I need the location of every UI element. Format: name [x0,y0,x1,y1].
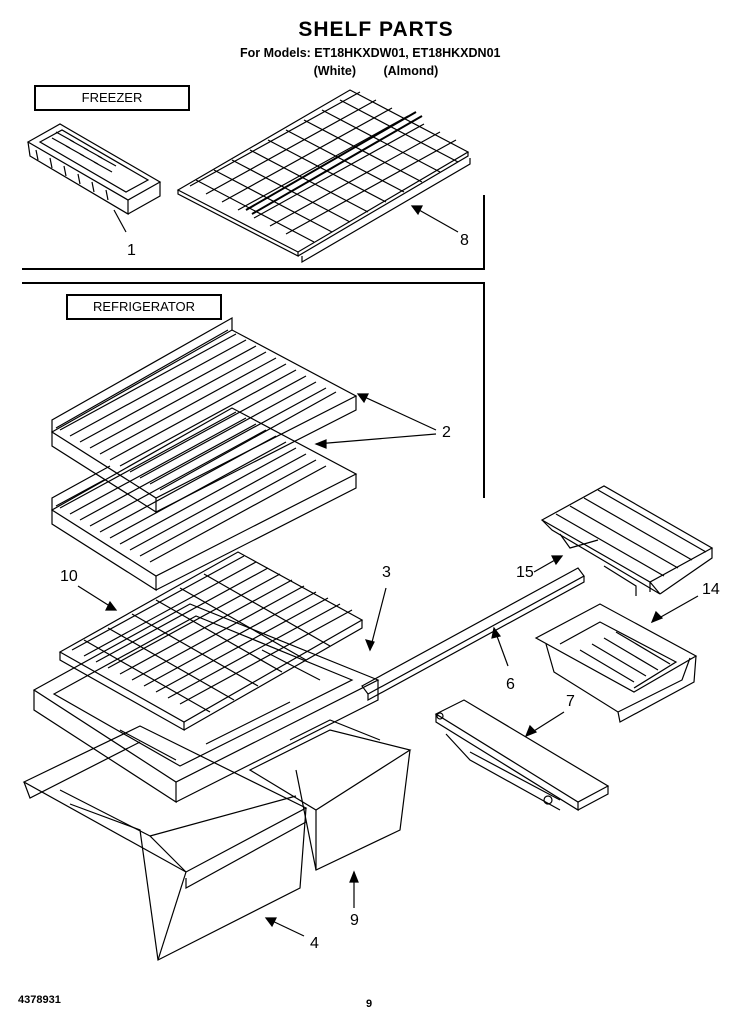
callout-number-15: 15 [516,564,534,581]
callout-number-6: 6 [506,676,515,693]
callout-arrow-4 [264,917,277,928]
variant-white: (White) [313,64,356,78]
callout-number-9: 9 [350,912,359,929]
page-title: SHELF PARTS [298,18,454,41]
page-number: 9 [366,998,373,1010]
small-shelf-tray-illustration [540,485,714,596]
callout-arrow-2b [314,439,327,449]
callout-line-2a [357,393,437,431]
freezer-frame [22,195,485,270]
callout-number-8: 8 [460,232,469,249]
callout-arrow-9 [349,870,359,883]
refrigerator-section-label: REFRIGERATOR [66,294,222,320]
callout-line-1 [113,209,127,233]
callout-arrow-8 [410,205,423,216]
callout-number-10: 10 [60,568,78,585]
callout-arrow-2a [356,393,369,404]
crisper-frame-illustration [32,603,380,804]
divider-rail-illustration [361,567,585,702]
document-number: 4378931 [18,994,61,1006]
callout-arrow-14 [650,610,664,624]
callout-arrow-15 [551,555,564,566]
callout-number-2: 2 [442,424,451,441]
meat-pan-illustration [534,603,698,723]
callout-number-14: 14 [702,581,720,598]
freezer-wire-shelf-illustration [176,89,471,264]
refrigerator-frame [22,282,485,498]
callout-number-3: 3 [382,564,391,581]
glass-shelf-lower-illustration [50,407,358,592]
callout-arrow-10 [105,600,118,611]
crisper-grid-cover-illustration [58,551,364,732]
callout-arrow-3 [365,639,375,652]
crisper-drawer-left-illustration [22,725,308,961]
ice-tray-illustration [26,123,162,216]
callout-arrow-6 [491,626,502,639]
crisper-drawer-right-illustration [248,719,412,871]
variant-almond: (Almond) [383,64,439,78]
callout-number-4: 4 [310,935,319,952]
callout-line-3 [369,587,387,651]
slide-rail-illustration [434,699,610,812]
freezer-section-label: FREEZER [34,85,190,111]
color-variants: (White) (Almond) [0,64,752,78]
callout-number-1: 1 [127,242,136,259]
glass-shelf-upper-illustration [50,316,358,514]
model-numbers: For Models: ET18HKXDW01, ET18HKXDN01 [240,46,501,60]
callout-line-2b [315,433,437,445]
callout-number-7: 7 [566,693,575,710]
callout-arrow-7 [524,724,538,738]
